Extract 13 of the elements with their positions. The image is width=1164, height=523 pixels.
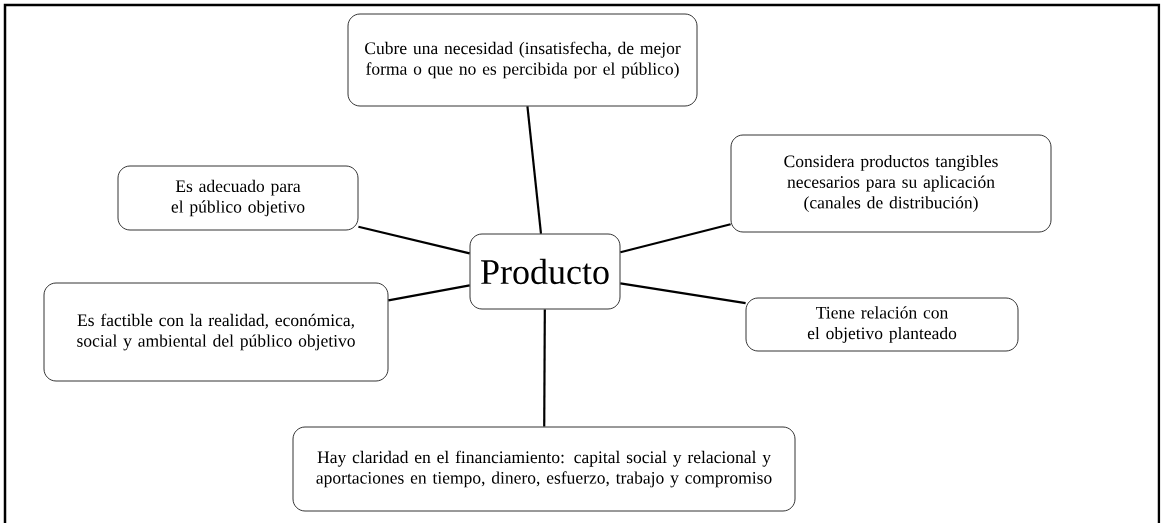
text-box: Tiene relación con el objetivo planteado bbox=[745, 297, 1019, 352]
connector-line bbox=[358, 225, 470, 255]
text-box: Es factible con la realidad, económica, social y ambiental del público objetivo bbox=[43, 282, 389, 382]
connector-line bbox=[620, 223, 731, 254]
connector-line bbox=[543, 309, 546, 427]
text-box: Cubre una necesidad (insatisfecha, de mejor forma o que no es percibida por el público) bbox=[347, 13, 698, 107]
text-box: Es adecuado para el público objetivo bbox=[117, 165, 359, 231]
connector-line bbox=[388, 284, 470, 302]
text-box: Considera productos tangibles necesarios para su aplicación (canales de distribución) bbox=[730, 134, 1052, 233]
connector-line bbox=[526, 106, 543, 234]
center-box: Producto bbox=[469, 233, 621, 310]
connector-line bbox=[620, 282, 746, 305]
text-box: Hay claridad en el financiamiento: capital social y relacional y aportaciones en tiempo, dinero, esfuerzo, trabajo y compromiso bbox=[292, 426, 796, 512]
